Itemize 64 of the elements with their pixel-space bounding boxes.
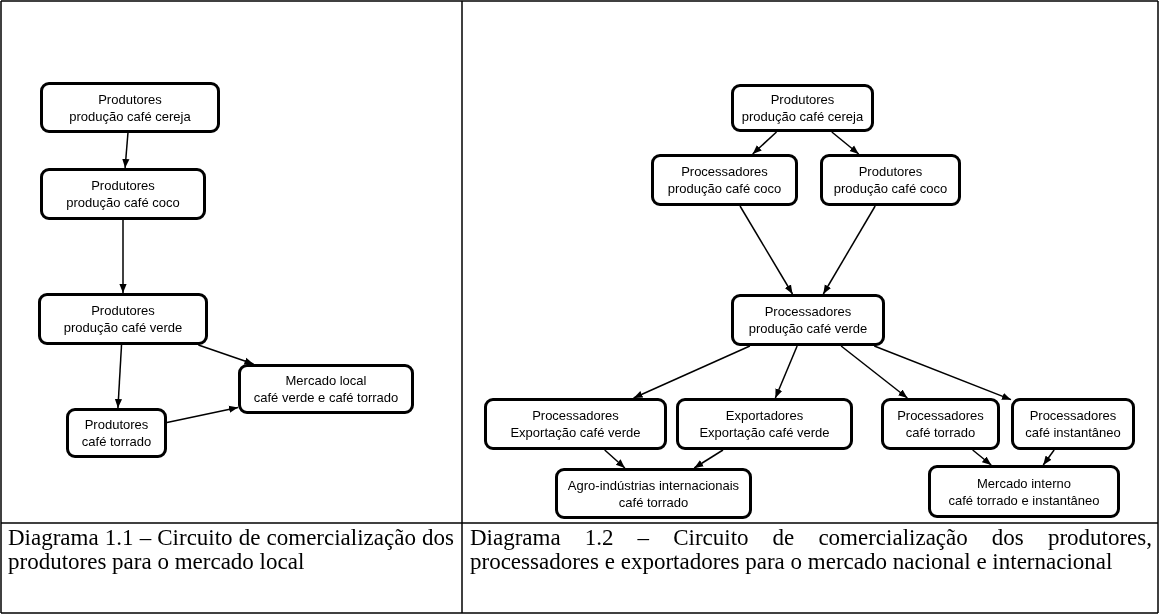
process-box <box>651 154 798 206</box>
box-text: café torrado <box>81 433 152 450</box>
arrow <box>632 345 751 399</box>
box-heading: Produtores <box>770 91 835 108</box>
box-heading: Agro-indústrias internacionais <box>567 476 740 494</box>
process-box <box>66 408 167 458</box>
arrow <box>831 131 860 155</box>
arrow <box>739 205 794 295</box>
arrow <box>873 345 1012 401</box>
box-heading: Mercado local <box>285 372 367 389</box>
process-box <box>881 398 1000 450</box>
arrow <box>971 449 992 466</box>
arrow <box>693 449 724 469</box>
caption: Diagrama 1.1 – Circuito de comercialização dos produtores para o mercado local <box>8 526 454 574</box>
box-text: produção café cereja <box>741 108 864 125</box>
process-box <box>676 398 853 450</box>
box-text: café torrado <box>618 493 689 511</box>
box-text: produção café coco <box>667 180 782 197</box>
arrow <box>840 345 909 399</box>
arrow <box>774 345 798 399</box>
process-box <box>40 82 220 133</box>
arrow <box>197 344 255 365</box>
box-text: Exportação café verde <box>510 424 641 441</box>
arrow <box>166 405 239 424</box>
arrow <box>751 131 778 155</box>
box-heading: Processadores <box>1029 407 1117 424</box>
process-box <box>484 398 667 450</box>
box-heading: Produtores <box>858 163 923 180</box>
process-box <box>731 84 874 132</box>
box-text: produção café coco <box>66 194 180 211</box>
box-text: produção café coco <box>833 180 948 197</box>
box-text: produção café cereja <box>69 107 191 125</box>
arrow <box>122 132 130 169</box>
box-heading: Mercado interno <box>977 474 1071 492</box>
arrow <box>1042 449 1055 466</box>
box-text: café instantâneo <box>1025 424 1121 441</box>
box-text: café torrado <box>905 424 976 441</box>
box-heading: Processadores <box>764 303 852 320</box>
process-box <box>731 294 885 346</box>
caption: Diagrama 1.2 – Circuito de comercialização dos produtores, processadores e exportadores para o mercado nacional e internacional <box>470 526 1152 574</box>
box-text: produção café verde <box>63 319 183 336</box>
box-heading: Processadores <box>532 407 619 424</box>
box-heading: Processadores <box>897 407 984 424</box>
process-box <box>40 168 206 220</box>
box-heading: Produtores <box>84 416 149 433</box>
box-heading: Produtores <box>98 90 162 108</box>
box-text: Exportação café verde <box>699 424 830 441</box>
box-heading: Exportadores <box>725 407 804 424</box>
arrow <box>822 205 876 295</box>
box-heading: Processadores <box>681 163 768 180</box>
box-text: produção café verde <box>748 320 868 337</box>
box-heading: Produtores <box>91 302 155 319</box>
process-box <box>928 465 1120 518</box>
process-box <box>1011 398 1135 450</box>
box-text: café verde e café torrado <box>253 389 399 406</box>
process-box <box>38 293 208 345</box>
arrow <box>114 344 123 409</box>
box-heading: Produtores <box>91 177 155 194</box>
box-text: café torrado e instantâneo <box>948 491 1100 509</box>
arrow <box>603 449 626 469</box>
process-box <box>555 468 752 519</box>
process-box <box>820 154 961 206</box>
process-box <box>238 364 414 414</box>
arrow <box>119 219 127 294</box>
